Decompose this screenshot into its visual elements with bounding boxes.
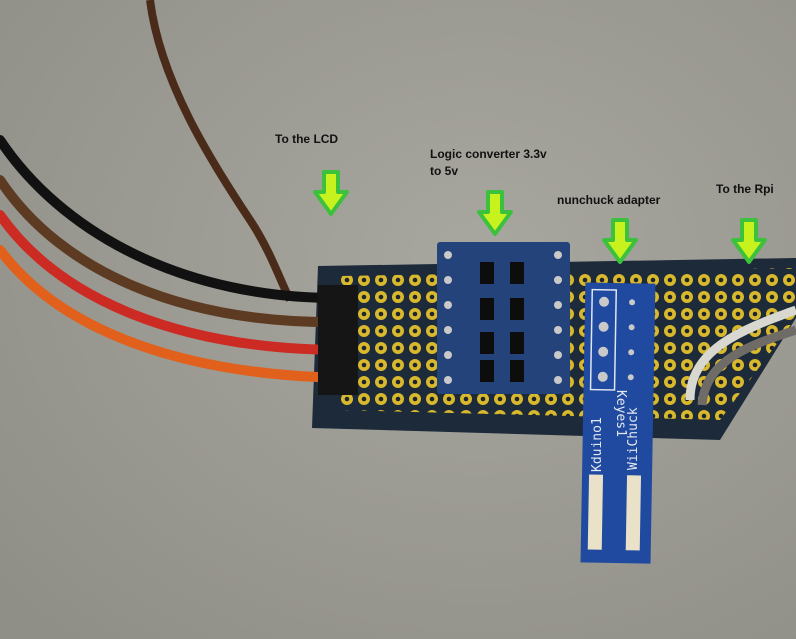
nunchuck-adapter — [580, 282, 656, 564]
arrow-down-icon — [731, 218, 767, 264]
brown-wire — [146, 0, 294, 302]
label-to-rpi: To the Rpi — [716, 182, 774, 196]
lcd-wires — [0, 135, 350, 383]
adapter-print-wiichuck: WiiChuck — [626, 407, 641, 470]
logic-converter-module — [437, 242, 570, 394]
label-logic-line2: to 5v — [430, 164, 459, 178]
label-logic-converter: Logic converter 3.3v to 5v — [430, 146, 547, 180]
rpi-wires — [685, 305, 796, 406]
label-logic-line1: Logic converter 3.3v — [430, 147, 547, 161]
adapter-print-kduino: Kduino1 — [590, 417, 605, 472]
lcd-connector — [318, 285, 358, 395]
adapter-print: Keyes1 WiiChuck Kduino1 — [582, 390, 652, 480]
arrow-down-icon — [602, 218, 638, 264]
label-nunchuck-adapter: nunchuck adapter — [557, 193, 661, 207]
arrow-down-icon — [313, 170, 349, 216]
arrow-down-icon — [477, 190, 513, 236]
label-to-lcd: To the LCD — [275, 132, 339, 146]
